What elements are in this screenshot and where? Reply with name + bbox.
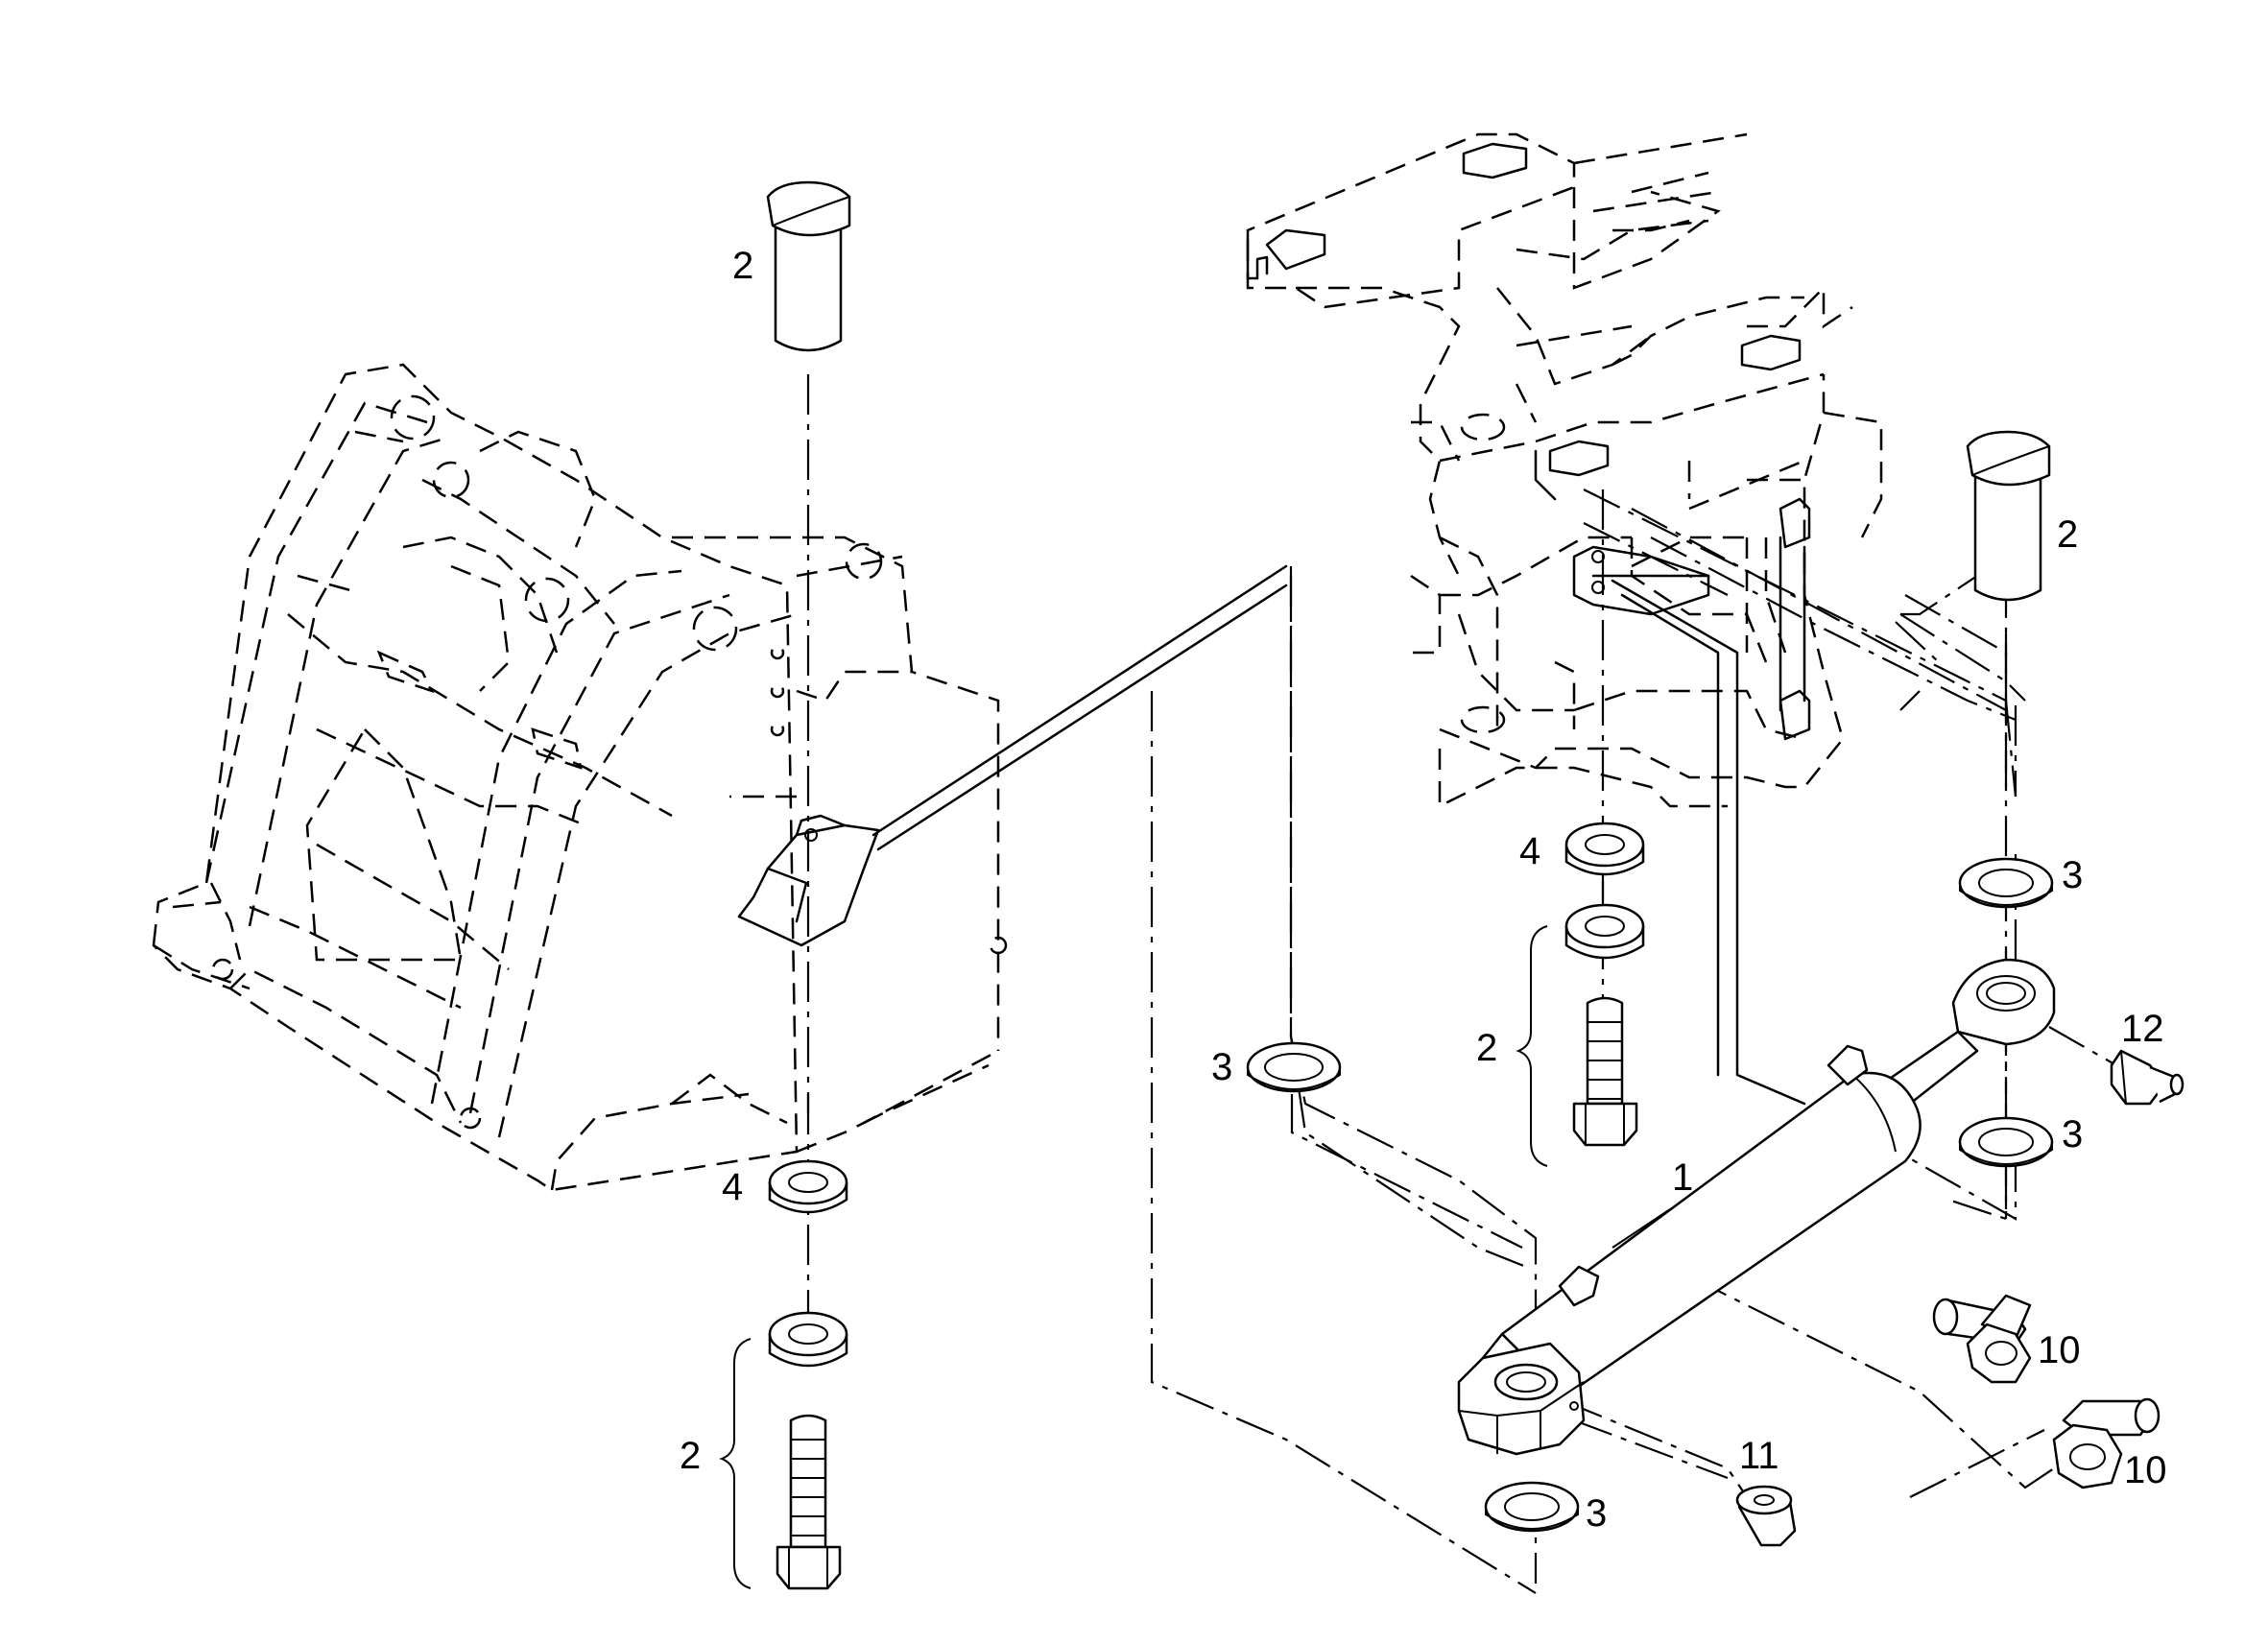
callout-washer-bottom: 3 (1586, 1492, 1607, 1535)
washer-upper-right (1958, 857, 2054, 909)
washer-lower-right (1958, 1116, 2054, 1168)
callout-washer-lower-right: 3 (2062, 1113, 2083, 1156)
pin-right (1966, 430, 2051, 602)
spacer-right (1564, 822, 1645, 876)
callout-washer-upper-right: 3 (2062, 854, 2083, 896)
callout-grease-nipple: 12 (2121, 1008, 2164, 1050)
grease-nipple (2110, 1049, 2184, 1106)
spacer-left (768, 1159, 848, 1214)
bolt-set-right (1564, 903, 1645, 1147)
bolt-set-left (768, 1311, 848, 1590)
callout-pin-top-left: 2 (732, 245, 753, 287)
washer-bottom (1484, 1481, 1580, 1533)
callout-spacer-left: 4 (722, 1166, 743, 1208)
bracket-left (719, 1338, 752, 1589)
pin-left (766, 180, 851, 352)
hydraulic-cylinder (1457, 958, 2056, 1456)
bracket-right (1516, 925, 1548, 1167)
callout-washer-mid-left: 3 (1211, 1046, 1232, 1088)
callout-pin-top-right: 2 (2057, 513, 2078, 556)
callout-bolt-right: 2 (1476, 1027, 1497, 1069)
right-frame-phantom (1246, 132, 1883, 809)
left-frame-pivot-bracket (737, 564, 1288, 947)
plug (1735, 1485, 1797, 1547)
left-frame-phantom (152, 363, 1008, 1192)
tee-fitting-upper (1932, 1294, 2032, 1384)
callout-fitting-upper: 10 (2038, 1329, 2081, 1371)
callout-spacer-right: 4 (1519, 830, 1540, 872)
callout-bolt-left: 2 (680, 1435, 701, 1477)
assembly-lines (806, 374, 2117, 1594)
callout-fitting-lower: 10 (2124, 1449, 2167, 1491)
callout-plug: 11 (1739, 1435, 1779, 1477)
tee-fitting-lower (2052, 1397, 2161, 1489)
washer-mid-left (1246, 1041, 1342, 1093)
callout-cylinder: 1 (1672, 1156, 1693, 1199)
right-frame-mount-pads (1246, 142, 1811, 1106)
